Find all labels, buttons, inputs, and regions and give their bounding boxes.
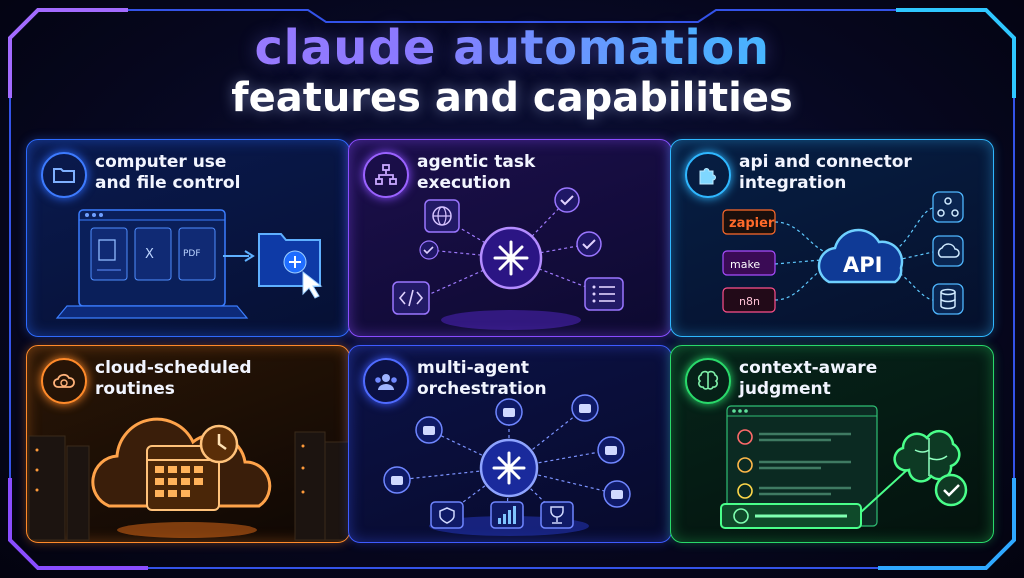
folder-icon xyxy=(41,152,87,198)
agent-network-illustration xyxy=(392,187,624,330)
n8n-logo: n8n xyxy=(739,295,760,308)
panel-title: cloud-scheduled routines xyxy=(95,358,252,399)
cloud-calendar-illustration xyxy=(28,417,349,541)
multi-agent-illustration xyxy=(383,394,631,536)
panel-multi-agent: multi-agent orchestration xyxy=(348,345,672,543)
cloud-clock-icon xyxy=(41,358,87,404)
excel-file-label: X xyxy=(145,247,154,262)
title-line-2: features and capabilities xyxy=(231,75,793,121)
api-hub-label: API xyxy=(843,253,882,277)
puzzle-icon xyxy=(685,152,731,198)
make-logo: make xyxy=(730,258,760,271)
panel-title: computer use and file control xyxy=(95,152,241,193)
panel-cloud-scheduled: cloud-scheduled routines xyxy=(26,345,350,543)
panel-context-aware: context-aware judgment xyxy=(670,345,994,543)
brain-icon xyxy=(685,358,731,404)
judgment-illustration xyxy=(720,405,968,529)
panel-agentic-task: agentic task execution xyxy=(348,139,672,337)
panel-title: context-aware judgment xyxy=(739,358,878,399)
users-icon xyxy=(363,358,409,404)
sparkle-icon xyxy=(493,240,529,276)
panel-title: api and connector integration xyxy=(739,152,912,193)
flowchart-icon xyxy=(363,152,409,198)
pdf-file-label: PDF xyxy=(183,249,201,259)
page-title: claude automation features and capabilit… xyxy=(0,24,1024,118)
zapier-logo: zapier xyxy=(729,216,775,231)
api-illustration: zapier make n8n API xyxy=(722,191,964,315)
title-line-1: claude automation xyxy=(0,24,1024,72)
panel-api-connector: api and connector integration zapier mak… xyxy=(670,139,994,337)
panel-title: multi-agent orchestration xyxy=(417,358,547,399)
panel-computer-use: computer use and file control X PDF xyxy=(26,139,350,337)
computer-illustration: X PDF xyxy=(55,209,323,319)
panel-title: agentic task execution xyxy=(417,152,536,193)
